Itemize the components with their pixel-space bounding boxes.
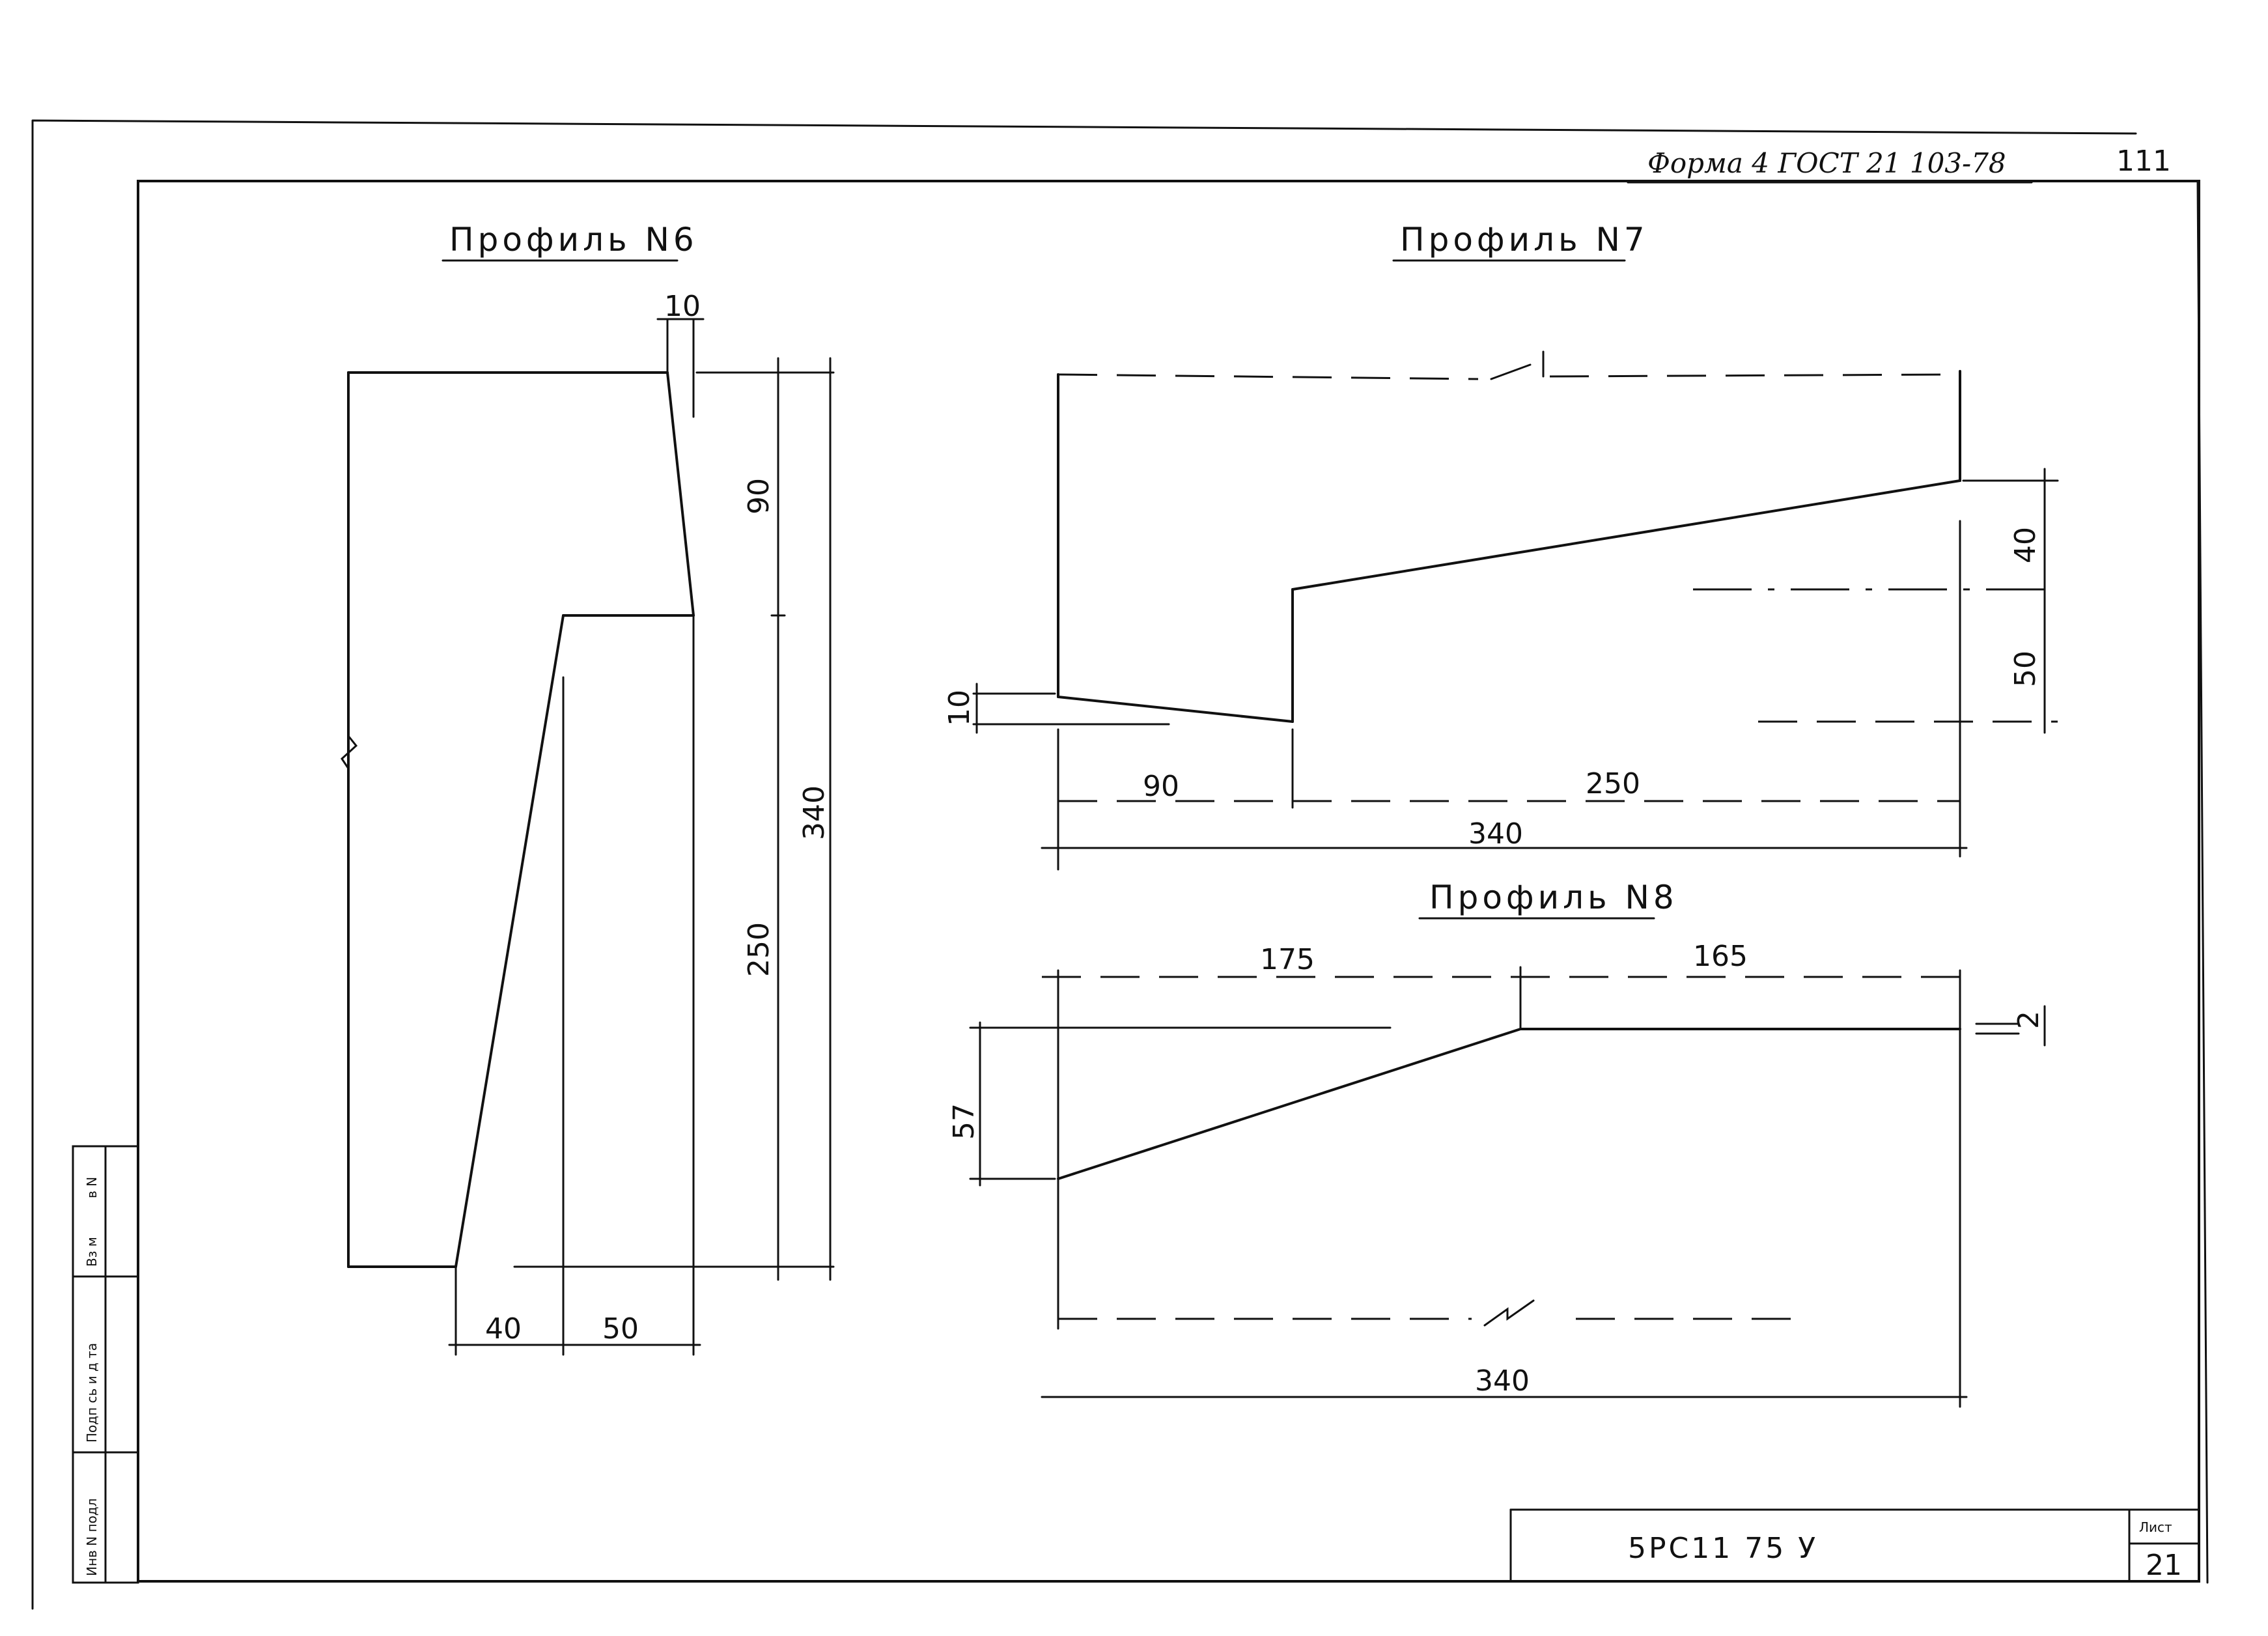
profile6-dimensions [448,318,835,1356]
side-stamp-vn: в N [84,1177,100,1198]
profile6-title: Профиль N6 [449,221,698,259]
profile8-dim-right-step: 2 [2012,1011,2045,1029]
sheet-label: Лист [2139,1519,2172,1535]
profile8-title: Профиль N8 [1429,879,1678,916]
profile6-dim-top-offset: 10 [664,290,701,323]
profile8-dimensions [969,966,2046,1398]
profile6-shape [341,371,835,1356]
profile7-dim-total-width: 340 [1468,817,1523,851]
side-stamp [72,1145,139,1584]
profile8-dim-right-width: 165 [1693,940,1748,973]
profile7-title: Профиль N7 [1400,221,1649,259]
profile6-dim-lower-height: 250 [742,922,776,977]
profile7-dim-right-width: 250 [1586,767,1640,800]
profile8-dim-left-width: 175 [1260,943,1315,976]
sheet-number: 21 [2146,1549,2182,1582]
drawing-code: 5РС11 75 У [1628,1532,1818,1565]
profile8-dim-left-height: 57 [947,1103,981,1140]
profile7-dim-left-step: 10 [943,690,976,726]
form-note: Форма 4 ГОСТ 21 103-78 [1647,147,2006,179]
profile8-dim-total-width: 340 [1475,1364,1530,1398]
page-number: 111 [2116,145,2171,178]
profile7-dim-right-lower: 50 [2009,651,2042,687]
profile7-shape [1057,350,1961,858]
side-stamp-vz: Вз м [84,1237,100,1267]
profile8-shape [1057,969,1961,1408]
profile7-dim-left-width: 90 [1143,770,1179,803]
profile6-dim-upper-height: 90 [742,478,776,515]
profile6-dim-bottom-left: 40 [485,1312,522,1346]
profile6-dim-total-height: 340 [798,785,831,840]
side-stamp-inv: Инв N подл [84,1499,100,1576]
inner-frame [137,180,2200,1583]
profile7-dim-right-upper: 40 [2009,527,2042,563]
outer-frame [31,119,2137,1610]
profile6-dim-bottom-right: 50 [602,1312,639,1346]
profile7-dimensions [972,468,2059,871]
frame-tick [2196,180,2209,1584]
title-block [1509,1508,2199,1583]
side-stamp-sign: Подп сь и д та [84,1343,100,1443]
